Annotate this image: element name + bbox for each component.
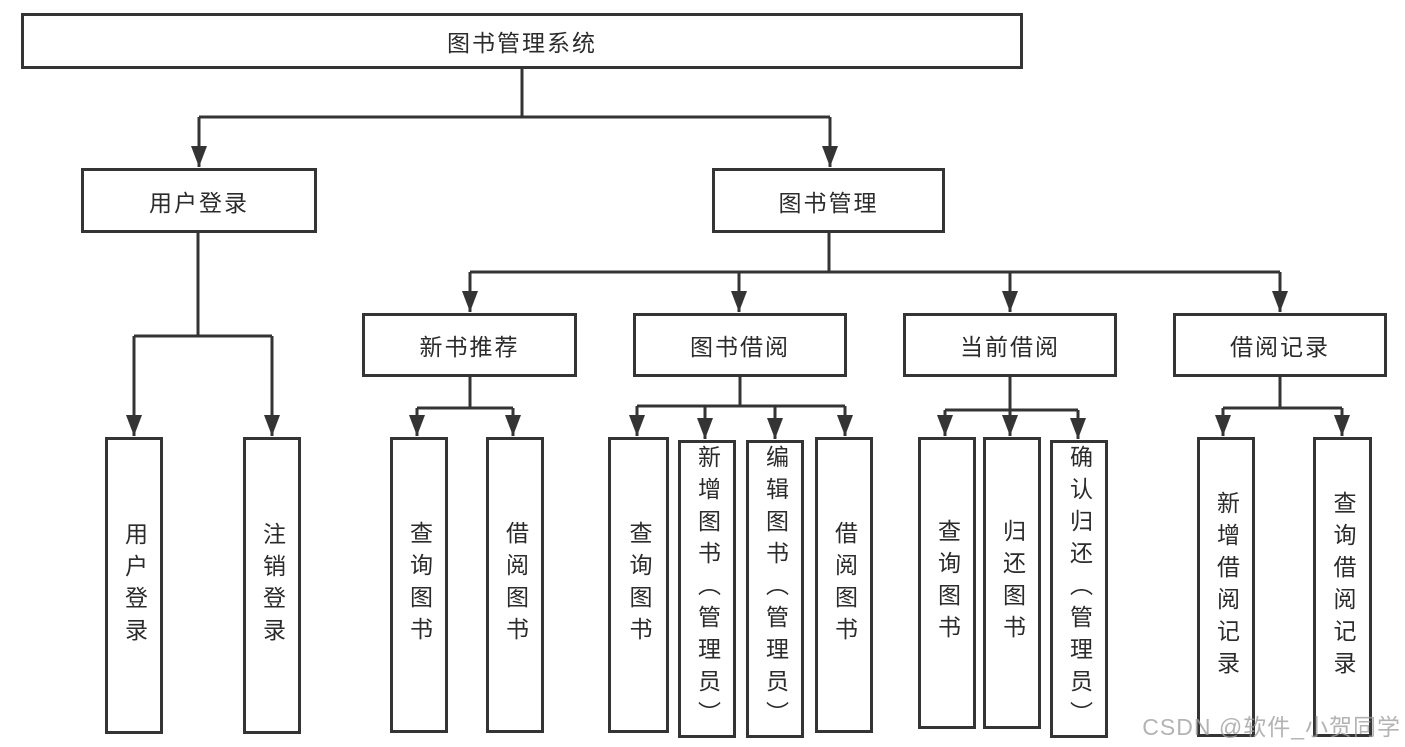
node-book-borrowing: 图书借阅	[633, 313, 847, 377]
node-root: 图书管理系统	[21, 13, 1023, 69]
node-newbook-query-book: 查询图书	[390, 437, 448, 733]
node-borrowing-add-book-admin: 新增图书（管理员）	[678, 440, 736, 738]
node-borrowing-edit-book-admin: 编辑图书（管理员）	[746, 440, 804, 738]
node-current-query-book: 查询图书	[918, 437, 976, 729]
node-borrowing-query-book: 查询图书	[608, 437, 669, 733]
csdn-watermark: CSDN @软件_小贺同学	[1142, 714, 1401, 740]
node-records-query-record: 查询借阅记录	[1313, 437, 1372, 737]
node-leaf-logout: 注销登录	[243, 437, 301, 734]
node-current-confirm-return-admin: 确认归还（管理员）	[1050, 440, 1108, 738]
node-user-login: 用户登录	[81, 168, 317, 233]
node-borrowing-borrow-book: 借阅图书	[815, 437, 873, 733]
node-new-book-recommend: 新书推荐	[362, 313, 577, 377]
node-current-borrowing: 当前借阅	[903, 313, 1117, 377]
node-current-return-book: 归还图书	[983, 437, 1041, 729]
node-borrow-records: 借阅记录	[1173, 313, 1387, 377]
node-newbook-borrow-book: 借阅图书	[486, 437, 544, 733]
node-records-add-record: 新增借阅记录	[1197, 437, 1255, 737]
node-book-management: 图书管理	[712, 168, 945, 233]
node-leaf-user-login: 用户登录	[105, 437, 163, 734]
